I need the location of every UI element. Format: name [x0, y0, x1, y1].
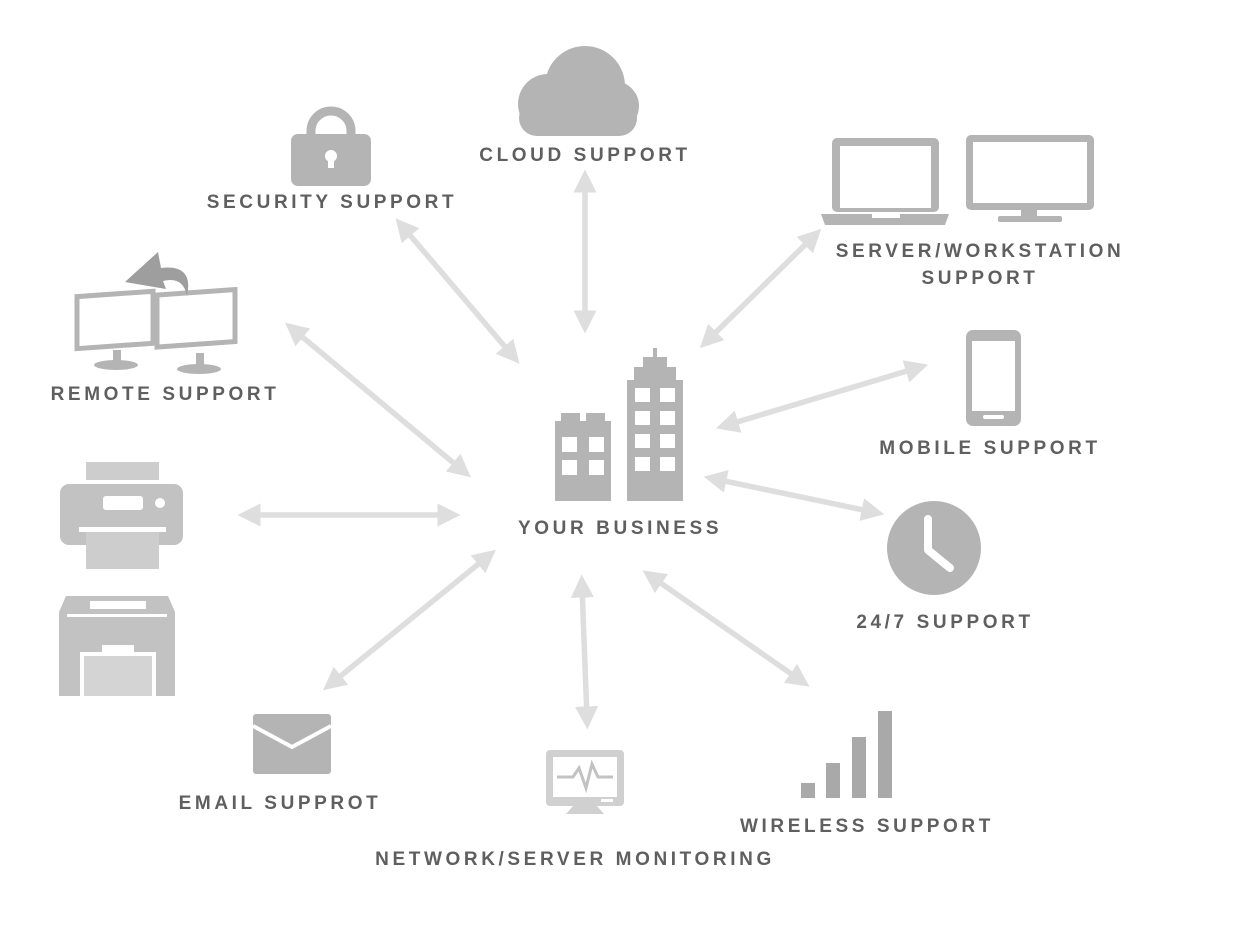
smartphone-icon: [966, 330, 1021, 426]
signal-bars-icon: [801, 711, 892, 798]
printer-icon: [60, 462, 183, 569]
mobile-support-label: MOBILE SUPPORT: [879, 438, 1101, 459]
wireless-support-label: WIRELESS SUPPORT: [740, 816, 994, 837]
envelope-icon: [252, 714, 332, 774]
arrow-wireless: [642, 570, 810, 687]
remote-monitors-icon: [74, 252, 238, 374]
arrow-24-7: [703, 470, 885, 521]
server-workstation-label: SERVER/WORKSTATION SUPPORT: [830, 238, 1130, 292]
arrow-mobile: [715, 360, 929, 433]
server-workstation-label-line1: SERVER/WORKSTATION: [835, 241, 1125, 262]
server-workstation-label-line2: SUPPORT: [921, 268, 1039, 289]
padlock-icon: [291, 106, 371, 186]
arrow-email: [323, 549, 496, 691]
desktop-monitor-icon: [966, 135, 1094, 222]
security-support-label: SECURITY SUPPORT: [206, 192, 458, 213]
heartbeat-monitor-icon: [546, 750, 624, 814]
arrow-remote: [285, 322, 471, 478]
laser-printer-icon: [59, 596, 175, 696]
remote-support-label: REMOTE SUPPORT: [50, 384, 280, 405]
center-label: YOUR BUSINESS: [518, 518, 723, 539]
arrow-security: [395, 218, 520, 364]
office-buildings-icon: [555, 348, 683, 501]
arrow-monitoring: [570, 574, 599, 730]
laptop-icon: [821, 138, 949, 225]
email-support-label: EMAIL SUPPROT: [178, 793, 382, 814]
cloud-support-label: CLOUD SUPPORT: [479, 145, 691, 166]
clock-icon: [887, 501, 981, 595]
connector-arrows: [237, 169, 929, 730]
always-on-support-label: 24/7 SUPPORT: [856, 612, 1034, 633]
network-monitoring-label: NETWORK/SERVER MONITORING: [375, 849, 775, 870]
cloud-icon: [518, 46, 639, 136]
arrow-server-workstation: [699, 228, 822, 349]
